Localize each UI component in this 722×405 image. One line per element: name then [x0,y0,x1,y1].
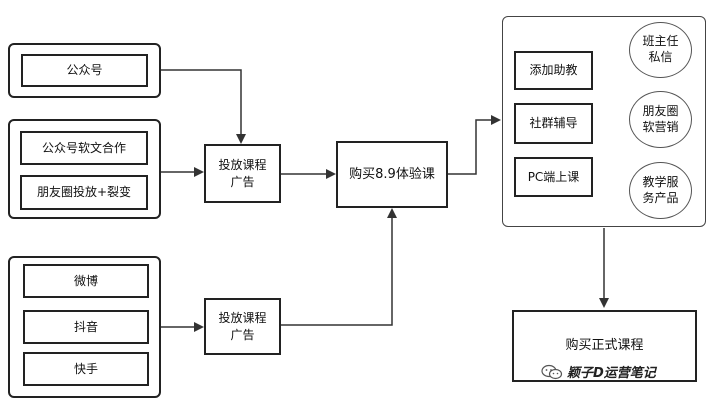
pengyouquan-toufang-label: 朋友圈投放+裂变 [36,185,132,200]
edge-gongzhonghao-to-ad-top [161,69,246,144]
kuaishou-label: 快手 [73,361,98,376]
community-node: 社群辅导 [514,103,593,144]
moments-marketing-label: 朋友圈 软营销 [642,103,679,134]
ruanwen-label: 公众号软文合作 [41,140,126,155]
teacher-private-node: 班主任 私信 [629,22,692,78]
pengyouquan-toufang-node: 朋友圈投放+裂变 [20,175,148,210]
gongzhonghao-label: 公众号 [66,63,103,78]
formal-course-label: 购买正式课程 [565,338,644,354]
edge-ad-bottom-to-trial [281,208,397,326]
assistant-node: 添加助教 [514,51,593,90]
teaching-products-label: 教学服 务产品 [642,174,679,205]
douyin-node: 抖音 [23,310,149,344]
community-label: 社群辅导 [529,116,578,131]
wechat-icon [541,364,563,379]
trial-course-node: 购买8.9体验课 [336,141,448,208]
ad-bottom-node: 投放课程 广告 [204,298,281,355]
ad-top-label: 投放课程 广告 [218,158,267,189]
trial-course-label: 购买8.9体验课 [349,166,435,182]
douyin-label: 抖音 [73,319,98,334]
watermark-text: 颖子D运营笔记 [567,366,656,381]
ad-top-node: 投放课程 广告 [204,144,281,203]
pc-class-node: PC端上课 [514,157,593,197]
gongzhonghao-node: 公众号 [21,54,148,87]
ad-bottom-label: 投放课程 广告 [218,311,267,342]
teacher-private-label: 班主任 私信 [642,34,679,64]
moments-marketing-node: 朋友圈 软营销 [629,91,692,148]
weibo-label: 微博 [73,273,98,288]
teaching-products-node: 教学服 务产品 [629,162,692,219]
watermark: 颖子D运营笔记 [541,362,656,381]
edge-trial-to-services [448,115,501,175]
kuaishou-node: 快手 [23,352,149,386]
ruanwen-node: 公众号软文合作 [20,131,148,165]
weibo-node: 微博 [23,264,149,298]
assistant-label: 添加助教 [529,63,578,78]
pc-class-label: PC端上课 [527,169,580,184]
